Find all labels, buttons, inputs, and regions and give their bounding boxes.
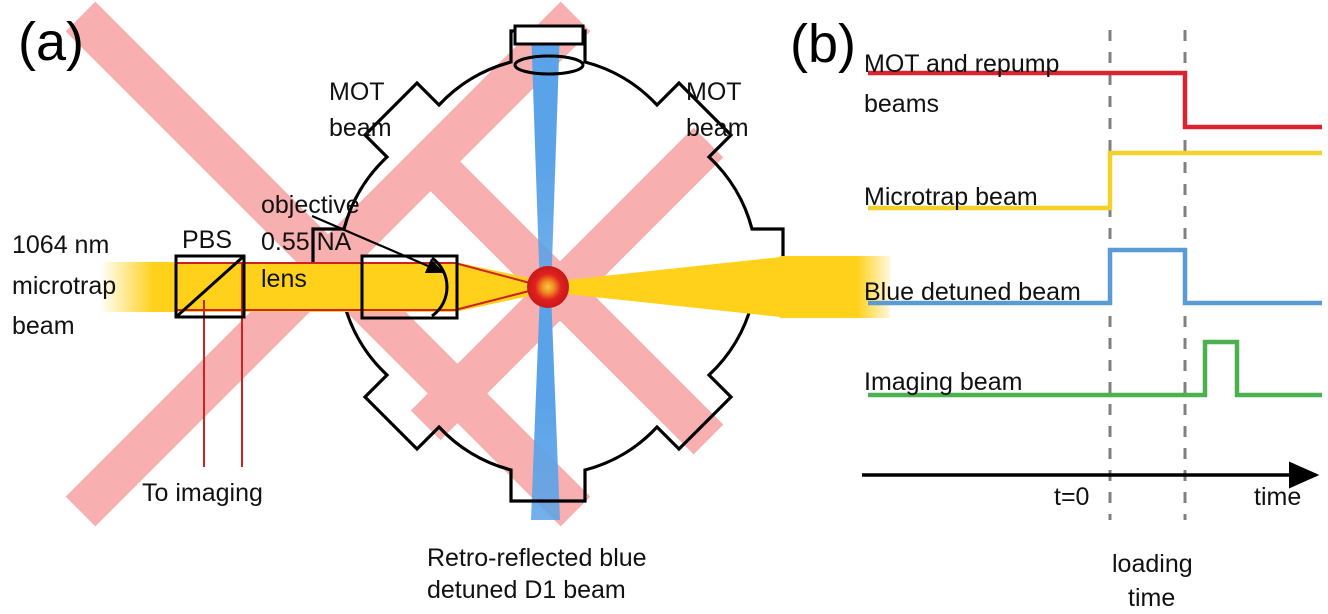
trace-label-mot-repump-line2: beams [864,90,939,118]
microtrap-beam-converging-cone [455,262,548,312]
axis-label-time: time [1254,483,1301,511]
retro-label-line2: detuned D1 beam [427,576,626,604]
loading-time-label-line1: loading [1112,550,1193,578]
retro-label-line1: Retro-reflected blue [427,544,647,572]
retro-mirror [513,24,585,46]
mot-beam-right-label-line2: beam [686,114,749,142]
objective-barrel [360,254,459,320]
microtrap-beam-exit [780,256,890,318]
source-beam-label-line1: 1064 nm [12,231,109,259]
microtrap-beam-diverging-cone [548,256,790,318]
panel-a-label: (a) [18,12,84,72]
mot-beam-diagonal-nw-se-right [410,141,724,455]
panel-b-label: (b) [790,14,856,74]
source-beam-label-line2: microtrap [12,272,116,300]
mot-beam-right-label-line1: MOT [686,78,742,106]
microtrap-beam-incoming [100,262,400,312]
objective-label-line1: 0.55 NA [261,228,352,256]
trace-microtrap [868,150,1322,211]
axis-label-t0: t=0 [1054,483,1089,511]
trace-label-imaging: Imaging beam [864,368,1022,396]
panel-b-group: (b) MOT and repump beams Microtrap beam … [790,14,1322,612]
pbs-cube [174,254,246,319]
source-beam-label-line3: beam [12,312,75,340]
vacuum-chamber [311,29,785,503]
pbs-label: PBS [182,226,232,254]
objective-leader-line [311,214,445,274]
trace-label-blue-detuned: Blue detuned beam [864,278,1081,306]
trace-mot-repump [868,70,1322,130]
objective-label-line3: lens [261,265,307,293]
to-imaging-label: To imaging [142,479,263,507]
d1-beam-lower [531,292,560,520]
mot-beam-left-label-line1: MOT [329,78,385,106]
objective-label-line2: objective [261,191,360,219]
d1-beam-upper [531,28,560,292]
pbs-diagonal [174,254,246,319]
trace-label-microtrap: Microtrap beam [864,183,1038,211]
trace-blue-detuned [868,247,1322,306]
panel-a-group: (a) 1064 nm microtrap beam PBS 0.55 NA o… [12,1,890,604]
microtrap-beam-barrel-fill [360,262,455,312]
chamber-outline [311,29,785,503]
atom-cloud [527,266,569,308]
trace-label-mot-repump-line1: MOT and repump [864,50,1059,78]
loading-time-label-line2: time [1128,584,1175,612]
d1-blue-beam [531,28,560,520]
pbs-body [174,254,246,319]
top-optics [513,24,585,76]
collimating-lens [513,54,585,76]
trace-imaging [868,339,1322,398]
mot-beam-left-label-line2: beam [329,114,392,142]
